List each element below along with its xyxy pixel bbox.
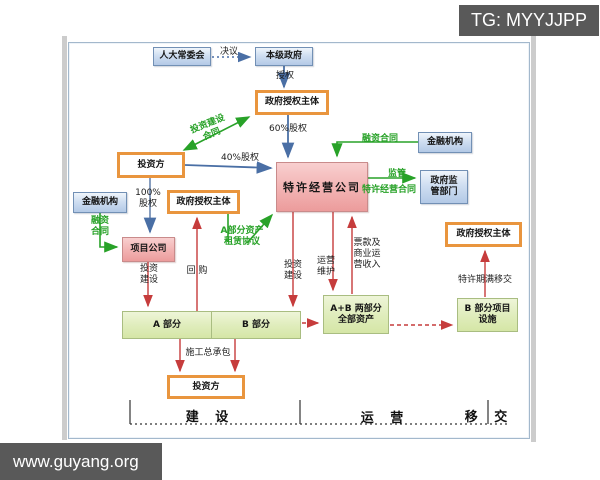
node-label: 政府授权主体	[264, 97, 319, 107]
edge-label-buyback: 回 购	[186, 266, 208, 276]
node-label-line1: B 部分项目	[464, 304, 511, 314]
edge-label-invest-build-left: 投资 建设	[136, 264, 162, 286]
node-franchise-company: 特许经营公司	[276, 162, 368, 212]
edge-label-transfer-on-expiry: 特许期满移交	[457, 275, 512, 285]
line1: 票款及	[353, 238, 381, 248]
node-label: A 部分	[152, 319, 182, 330]
line1: 融资	[90, 216, 109, 226]
node-label: 项目公司	[130, 244, 167, 254]
edge-label-authorize: 授权	[275, 71, 294, 81]
node-label: B 部分	[242, 319, 270, 330]
line2: 商业运	[353, 249, 381, 259]
edge-label-resolution: 决议	[219, 47, 238, 57]
line1: 投资	[139, 264, 158, 274]
node-part-b-facility: B 部分项目 设施	[457, 298, 518, 332]
node-label: 政府授权主体	[456, 229, 511, 239]
node-label: 特许经营公司	[283, 180, 361, 194]
node-gov-authorized-entity-top: 政府授权主体	[255, 90, 329, 115]
node-gov-authorized-entity-right: 政府授权主体	[445, 222, 522, 247]
line2: 租赁协议	[223, 237, 260, 247]
line2: 维护	[316, 267, 335, 277]
diagram-frame	[68, 42, 530, 439]
node-label: 投资方	[137, 159, 165, 170]
node-investor-top: 投资方	[117, 152, 185, 178]
node-label-line1: 政府监	[430, 176, 458, 186]
line3: 营收入	[353, 260, 381, 270]
node-project-company: 项目公司	[122, 237, 175, 262]
phase-label-operate: 运 营	[360, 411, 410, 426]
line2: 合同	[90, 227, 109, 237]
line1: 运营	[316, 256, 335, 266]
edge-label-financing-contract-left: 融资 合同	[87, 216, 113, 238]
node-label-line1: A+B 两部分	[330, 303, 382, 314]
edge-label-60-equity: 60%股权	[268, 124, 307, 134]
node-peoples-congress: 人大常委会	[153, 47, 211, 66]
node-label: 金融机构	[81, 197, 118, 207]
edge-label-40-equity: 40%股权	[220, 153, 259, 163]
line2: 建设	[139, 275, 158, 285]
line2: 股权	[138, 199, 157, 209]
node-gov-authorized-entity-mid: 政府授权主体	[167, 190, 240, 214]
node-label: 人大常委会	[159, 51, 205, 61]
telegram-watermark: TG: MYYJJPP	[459, 5, 599, 36]
node-label: 政府授权主体	[176, 196, 231, 207]
node-label-line2: 全部资产	[337, 314, 374, 325]
line1: A部分资产	[220, 226, 264, 236]
line2: 建设	[283, 271, 302, 281]
node-label-line2: 设施	[478, 315, 497, 325]
phase-label-transfer: 移 交	[464, 410, 514, 425]
edge-label-100-equity: 100% 股权	[133, 188, 163, 210]
edge-label-lease-agreement: A部分资产 租赁协议	[216, 226, 268, 248]
node-label-line2: 管部门	[430, 187, 458, 197]
node-label: 本级政府	[265, 51, 302, 61]
edge-label-franchise-contract: 特许经营合同	[362, 185, 417, 195]
node-label: 投资方	[192, 381, 220, 392]
edge-label-supervise: 监管	[387, 169, 406, 179]
edge-label-construction-contract: 施工总承包	[185, 348, 231, 358]
website-watermark: www.guyang.org	[0, 443, 162, 480]
node-investor-bottom: 投资方	[167, 375, 245, 399]
edge-label-financing-contract-right: 融资合同	[361, 134, 398, 144]
node-financial-institution-right: 金融机构	[418, 132, 472, 153]
node-financial-institution-left: 金融机构	[73, 192, 127, 213]
line1: 投资	[283, 260, 302, 270]
page-edge-right	[531, 36, 536, 442]
edge-label-operate-maintain: 运营 维护	[313, 256, 339, 278]
node-part-b: B 部分	[211, 311, 301, 339]
node-part-a: A 部分	[122, 311, 212, 339]
node-gov-supervision-dept: 政府监 管部门	[420, 170, 468, 204]
phase-label-build: 建 设	[185, 410, 235, 425]
page-edge-left	[62, 36, 67, 440]
node-label: 金融机构	[426, 137, 463, 147]
node-local-government: 本级政府	[255, 47, 313, 66]
edge-label-invest-build-mid: 投资 建设	[280, 260, 306, 282]
line1: 100%	[135, 188, 161, 198]
edge-label-ticket-income: 票款及 商业运 营收入	[352, 238, 382, 271]
node-ab-all-assets: A+B 两部分 全部资产	[323, 295, 389, 334]
